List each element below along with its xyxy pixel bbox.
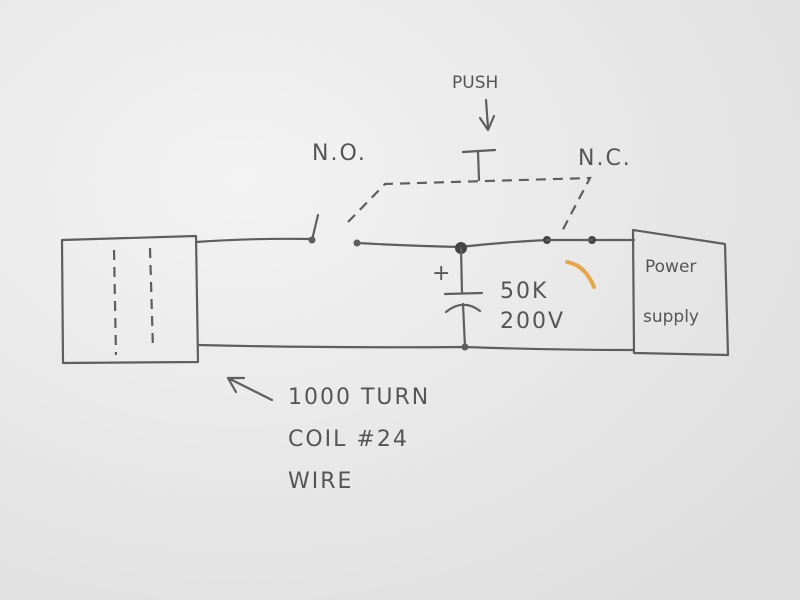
coil — [60, 234, 200, 365]
capacitor-voltage-label: 200V — [500, 309, 565, 334]
capacitor — [443, 242, 484, 351]
normally-open-switch — [308, 213, 361, 247]
nc-label: N.C. — [578, 146, 632, 171]
power-supply-label-2: supply — [643, 307, 699, 327]
normally-closed-switch — [543, 236, 596, 244]
orange-mark — [565, 260, 596, 289]
coil-arrow — [226, 376, 274, 402]
bottom-wire — [196, 343, 636, 352]
coil-label-3: WIRE — [288, 469, 353, 494]
coil-label-1: 1000 TURN — [288, 385, 430, 410]
push-label: PUSH — [452, 73, 498, 93]
coil-label-2: COIL #24 — [288, 427, 409, 452]
no-label: N.O. — [312, 141, 367, 166]
push-button — [461, 98, 497, 182]
power-supply-label-1: Power — [645, 257, 696, 277]
capacitor-value-label: 50K — [500, 279, 548, 304]
power-supply-box — [631, 228, 730, 357]
linkage — [347, 176, 592, 236]
polarity-label: + — [432, 261, 452, 286]
